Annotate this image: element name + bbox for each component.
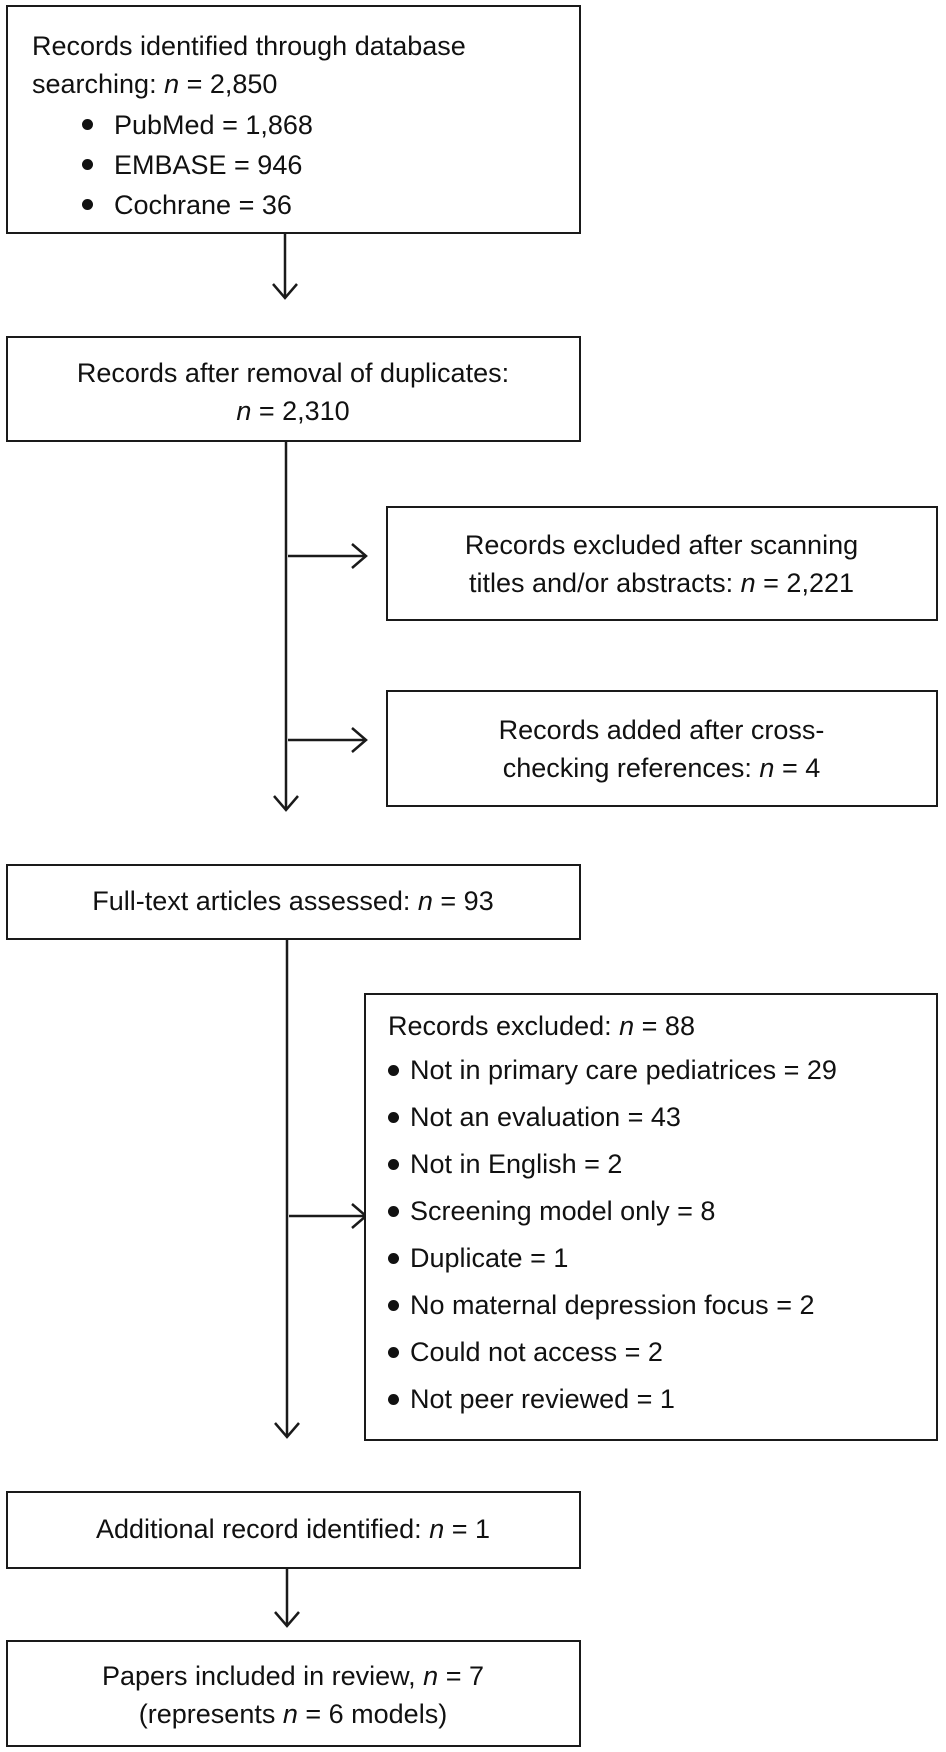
- box-after-duplicates: Records after removal of duplicates: n =…: [6, 336, 581, 442]
- added-line1: Records added after cross-: [498, 715, 825, 745]
- list-item: Duplicate = 1: [366, 1235, 837, 1282]
- list-item: Screening model only = 8: [366, 1188, 837, 1235]
- list-item: PubMed = 1,868: [8, 105, 313, 145]
- list-item: Not an evaluation = 43: [366, 1094, 837, 1141]
- database-list: PubMed = 1,868 EMBASE = 946 Cochrane = 3…: [8, 105, 313, 225]
- duplicates-line1: Records after removal of duplicates:: [76, 358, 510, 388]
- additional-label: Additional record identified: n = 1: [95, 1514, 491, 1544]
- list-item: No maternal depression focus = 2: [366, 1282, 837, 1329]
- duplicates-line2: n = 2,310: [236, 396, 350, 426]
- exclusion-reasons-list: Not in primary care pediatrices = 29 Not…: [366, 1047, 837, 1423]
- list-item: EMBASE = 946: [8, 145, 313, 185]
- list-item: Not in primary care pediatrices = 29: [366, 1047, 837, 1094]
- identified-line1: Records identified through database: [32, 31, 466, 61]
- list-item: Not in English = 2: [366, 1141, 837, 1188]
- list-item: Not peer reviewed = 1: [366, 1376, 837, 1423]
- box-excluded-scanning: Records excluded after scanning titles a…: [386, 506, 938, 621]
- included-line2: (represents n = 6 models): [138, 1699, 448, 1729]
- box-fulltext-assessed: Full-text articles assessed: n = 93: [6, 864, 581, 940]
- excluded-scanning-line1: Records excluded after scanning: [464, 530, 859, 560]
- box-additional-record: Additional record identified: n = 1: [6, 1491, 581, 1569]
- box-records-identified: Records identified through database sear…: [6, 5, 581, 234]
- fulltext-label: Full-text articles assessed: n = 93: [92, 886, 494, 916]
- box-excluded-fulltext: Records excluded: n = 88 Not in primary …: [364, 993, 938, 1441]
- list-item: Cochrane = 36: [8, 185, 313, 225]
- identified-line2: searching: n = 2,850: [32, 69, 278, 99]
- included-line1: Papers included in review, n = 7: [101, 1661, 484, 1691]
- list-item: Could not access = 2: [366, 1329, 837, 1376]
- box-papers-included: Papers included in review, n = 7 (repres…: [6, 1640, 581, 1747]
- added-line2: checking references: n = 4: [502, 753, 821, 783]
- excluded-scanning-line2: titles and/or abstracts: n = 2,221: [469, 568, 854, 598]
- excluded-fulltext-heading: Records excluded: n = 88: [388, 1011, 695, 1041]
- box-added-crosscheck: Records added after cross- checking refe…: [386, 690, 938, 807]
